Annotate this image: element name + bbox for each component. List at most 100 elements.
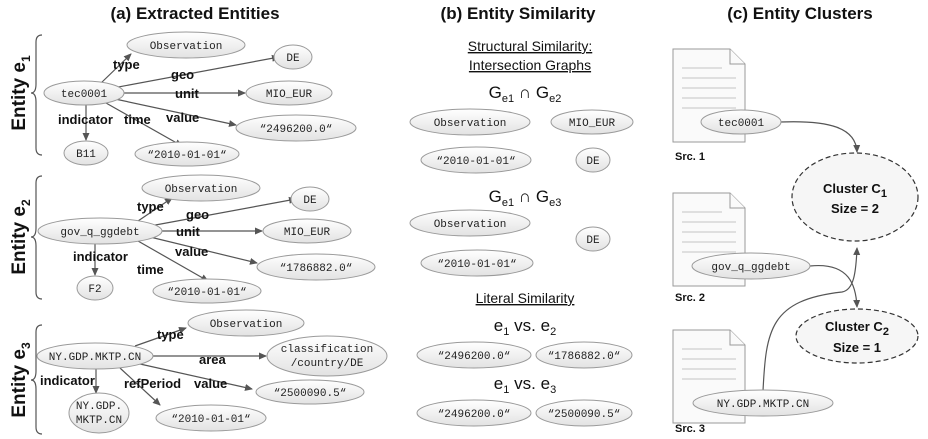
e3-node-area-text-2: /country/DE xyxy=(291,358,364,370)
entity-e2-group: Entity e2 type geo unit value time indic… xyxy=(9,174,376,304)
e2-edge-value xyxy=(149,236,258,265)
pair13-right-text: “2500090.5“ xyxy=(548,409,621,421)
intersection-e1-e2-formula: Ge1 ∩ Ge2 xyxy=(489,83,562,105)
pair13-left-node xyxy=(416,399,532,427)
e2-label-geo: geo xyxy=(186,207,209,222)
e3-label-refperiod: refPeriod xyxy=(124,376,181,391)
e2-node-indicator xyxy=(76,275,114,301)
e3-label-area: area xyxy=(199,352,227,367)
e1-node-unit-text: MIO_EUR xyxy=(266,89,313,101)
pair13-left-text: “2496200.0“ xyxy=(438,409,511,421)
cluster-2 xyxy=(795,308,919,364)
e2-node-de-text: DE xyxy=(303,195,317,207)
e1-node-id-text: tec0001 xyxy=(61,89,108,101)
e1-node-time-text: “2010-01-01“ xyxy=(147,150,226,162)
e1-node-observation xyxy=(126,31,246,59)
i12-node-de-text: DE xyxy=(586,156,600,168)
i12-node-time-text: “2010-01-01“ xyxy=(436,156,515,168)
panel-b: Structural Similarity: Intersection Grap… xyxy=(409,38,634,427)
e1-edge-type xyxy=(99,53,132,85)
i12-node-observation xyxy=(409,108,531,136)
e1-edge-value xyxy=(114,98,237,127)
cluster-1 xyxy=(791,152,919,242)
literal-e1-vs-e2: e1 vs. e2 xyxy=(494,316,556,338)
entity-e2-brace xyxy=(30,175,43,300)
e1-node-de-text: DE xyxy=(286,53,300,65)
entity-e1-group: Entity e1 type geo unit value time indic… xyxy=(9,31,357,167)
e1-label-value: value xyxy=(166,110,199,125)
e2-label-indicator: indicator xyxy=(73,249,128,264)
e3-node-area xyxy=(266,335,388,377)
panel-c-title: (c) Entity Clusters xyxy=(727,4,872,23)
e2-edge-type xyxy=(137,197,173,222)
source-3-doc-fold xyxy=(729,330,745,346)
e1-node-indicator xyxy=(63,140,109,166)
e2-node-unit xyxy=(262,218,352,244)
source-2-document: Src. 2 xyxy=(672,192,746,304)
e1-node-indicator-text: B11 xyxy=(76,149,96,161)
e1-node-value-text: “2496200.0“ xyxy=(260,124,333,136)
cluster-1-title: Cluster C1 xyxy=(823,181,887,200)
e1-label-type: type xyxy=(113,57,140,72)
e2-node-id-text: gov_q_ggdebt xyxy=(60,227,139,239)
e2-label-time: time xyxy=(137,262,164,277)
i13-node-de xyxy=(575,226,611,252)
source-1-label: Src. 1 xyxy=(675,151,705,163)
i12-node-observation-text: Observation xyxy=(434,118,507,130)
literal-e1-vs-e3: e1 vs. e3 xyxy=(494,374,556,396)
panel-b-title: (b) Entity Similarity xyxy=(441,4,596,23)
i12-node-time xyxy=(420,146,532,174)
pair12-right-node xyxy=(535,341,633,369)
e2-edge-geo xyxy=(149,196,297,227)
source-3-entity-text: NY.GDP.MKTP.CN xyxy=(717,399,809,411)
cluster-2-size: Size = 1 xyxy=(833,340,881,355)
panel-a-title: (a) Extracted Entities xyxy=(110,4,279,23)
e1-node-observation-text: Observation xyxy=(150,41,223,53)
e2-node-time xyxy=(152,278,262,304)
e3-node-observation-text: Observation xyxy=(210,319,283,331)
i12-node-unit-text: MIO_EUR xyxy=(569,118,616,130)
source-1-entity-node xyxy=(700,109,782,135)
e3-node-indicator-text-1: NY.GDP. xyxy=(76,401,122,413)
e3-node-indicator-text-2: MKTP.CN xyxy=(76,415,122,427)
e2-node-value xyxy=(256,253,376,281)
e1-node-value xyxy=(235,114,357,142)
e1-label-geo: geo xyxy=(171,67,194,82)
source-2-label: Src. 2 xyxy=(675,292,705,304)
intersection-e1-e3-formula: Ge1 ∩ Ge3 xyxy=(489,187,562,209)
pair12-right-text: “1786882.0“ xyxy=(548,351,621,363)
entity-e3-label: Entity e3 xyxy=(9,342,33,418)
cluster-2-title: Cluster C2 xyxy=(825,319,889,338)
e3-node-indicator xyxy=(68,392,130,434)
e1-edge-geo xyxy=(112,54,280,89)
e1-node-time xyxy=(134,141,240,167)
e2-edge-time xyxy=(137,240,209,282)
source-2-entity-text: gov_q_ggdebt xyxy=(711,262,790,274)
source-1-entity-text: tec0001 xyxy=(718,118,765,130)
e3-label-type: type xyxy=(157,327,184,342)
e3-node-id-text: NY.GDP.MKTP.CN xyxy=(49,352,141,364)
panel-c: Src. 1 Src. 2 Src. 3 Clu xyxy=(672,48,919,435)
e3-label-value: value xyxy=(194,376,227,391)
entity-e1-brace xyxy=(30,34,43,156)
e2-label-type: type xyxy=(137,199,164,214)
e3-label-indicator: indicator xyxy=(40,373,95,388)
e1-label-unit: unit xyxy=(175,86,199,101)
e3-node-observation xyxy=(187,309,305,337)
e2-node-id xyxy=(37,217,163,245)
e2-label-value: value xyxy=(175,244,208,259)
e2-node-observation-text: Observation xyxy=(165,184,238,196)
i13-node-observation xyxy=(409,209,531,237)
e2-node-time-text: “2010-01-01“ xyxy=(167,287,246,299)
e1-label-indicator: indicator xyxy=(58,112,113,127)
e1-node-unit xyxy=(245,80,333,106)
e3-edge-refperiod xyxy=(119,367,161,406)
i12-node-de xyxy=(575,147,611,173)
e2-node-unit-text: MIO_EUR xyxy=(284,227,331,239)
source-2-doc-fold xyxy=(729,193,745,209)
e2-node-observation xyxy=(141,174,261,202)
e3-node-value xyxy=(255,379,365,405)
pair12-left-text: “2496200.0“ xyxy=(438,351,511,363)
e3-node-id xyxy=(36,342,154,370)
